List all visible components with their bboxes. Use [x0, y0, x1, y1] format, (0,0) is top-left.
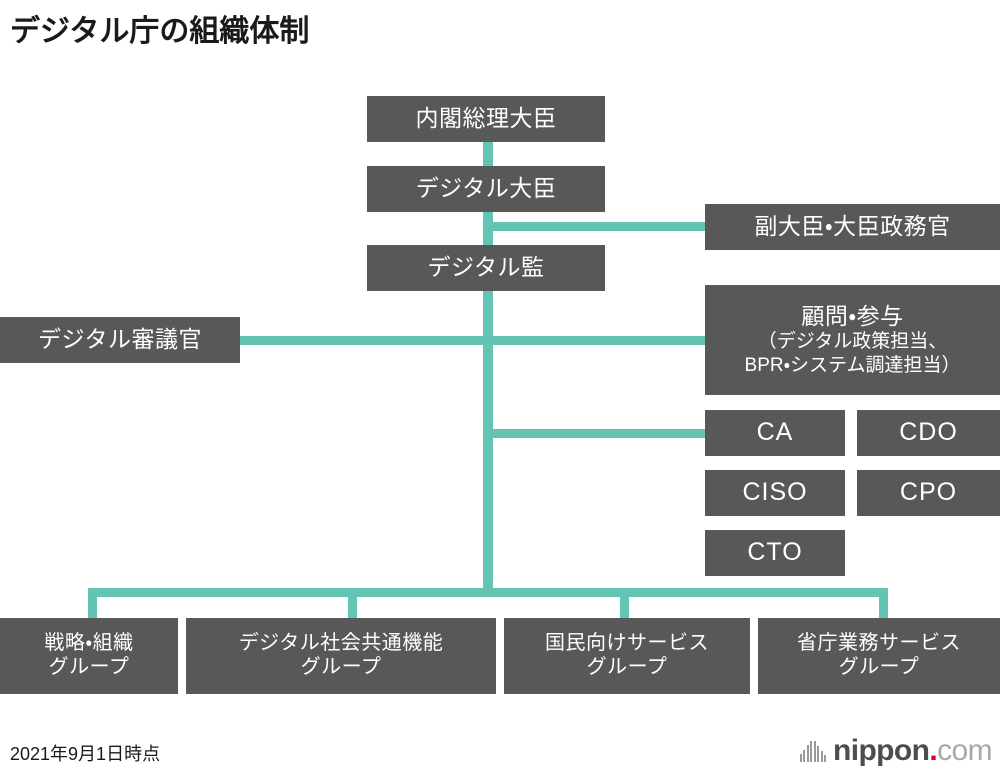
node-prime-minister[interactable]: 内閣総理大臣: [367, 96, 605, 142]
node-ca-label: CA: [756, 418, 794, 447]
node-vice-minister-label: 副大臣・大臣政務官: [754, 213, 951, 240]
node-advisors-sub-line-1: （デジタル政策担当、: [757, 331, 948, 353]
node-cdo[interactable]: CDO: [857, 410, 1000, 456]
logo-tld-text: com: [937, 734, 992, 767]
connector-spine-to-ca: [483, 429, 705, 438]
node-ciso[interactable]: CISO: [705, 470, 845, 516]
as-of-date-note: 2021年9月1日時点: [10, 744, 161, 764]
node-ciso-label: CISO: [742, 478, 808, 507]
node-group-2-label-line-1: デジタル社会共通機能: [238, 632, 444, 655]
nippon-com-logo[interactable]: nippon.com: [799, 734, 993, 767]
connector-drop-group-1: [88, 588, 97, 618]
logo-dot: .: [929, 734, 938, 767]
node-group-strategy-organization[interactable]: 戦略・組織 グループ: [0, 618, 178, 694]
node-group-3-label-line-2: グループ: [586, 656, 668, 678]
node-vice-minister[interactable]: 副大臣・大臣政務官: [705, 204, 1000, 250]
connector-spine: [483, 288, 493, 593]
connector-bottom-bus: [88, 588, 888, 597]
node-prime-minister-label: 内閣総理大臣: [415, 105, 557, 132]
node-digital-kan-label: デジタル監: [427, 254, 545, 281]
node-advisors-sub-line-2: BPR・システム調達担当）: [744, 354, 961, 376]
node-digital-minister[interactable]: デジタル大臣: [367, 166, 605, 212]
connector-pm-to-minister: [483, 142, 493, 168]
logo-wordmark: nippon.com: [833, 734, 993, 767]
node-advisors[interactable]: 顧問・参与 （デジタル政策担当、 BPR・システム調達担当）: [705, 285, 1000, 395]
node-group-3-label-line-1: 国民向けサービス: [545, 632, 709, 655]
node-digital-kan[interactable]: デジタル監: [367, 245, 605, 291]
node-group-4-label-line-1: 省庁業務サービス: [797, 632, 961, 655]
waveform-bars-icon: [799, 740, 826, 762]
node-group-citizen-services[interactable]: 国民向けサービス グループ: [504, 618, 750, 694]
connector-drop-group-3: [620, 588, 629, 618]
connector-drop-group-2: [348, 588, 357, 618]
node-digital-shingikan-label: デジタル審議官: [37, 326, 203, 353]
node-cdo-label: CDO: [899, 418, 958, 447]
node-group-digital-society-common-functions[interactable]: デジタル社会共通機能 グループ: [186, 618, 496, 694]
node-cto[interactable]: CTO: [705, 530, 845, 576]
node-group-1-label-line-2: グループ: [48, 656, 130, 678]
node-group-2-label-line-2: グループ: [300, 656, 382, 678]
node-group-ministry-business-services[interactable]: 省庁業務サービス グループ: [758, 618, 1000, 694]
node-digital-shingikan[interactable]: デジタル審議官: [0, 317, 240, 363]
node-group-4-label-line-2: グループ: [838, 656, 920, 678]
node-cto-label: CTO: [747, 538, 803, 567]
node-group-1-label-line-1: 戦略・組織: [44, 632, 134, 655]
connector-shingikan-advisor: [240, 336, 705, 345]
connector-minister-to-vice: [483, 222, 705, 231]
connector-drop-group-4: [879, 588, 888, 618]
logo-brand-text: nippon: [833, 734, 930, 767]
node-ca[interactable]: CA: [705, 410, 845, 456]
node-advisors-label: 顧問・参与: [801, 303, 904, 330]
node-digital-minister-label: デジタル大臣: [415, 175, 557, 202]
node-cpo-label: CPO: [899, 478, 958, 507]
page-title: デジタル庁の組織体制: [10, 15, 310, 48]
node-cpo[interactable]: CPO: [857, 470, 1000, 516]
